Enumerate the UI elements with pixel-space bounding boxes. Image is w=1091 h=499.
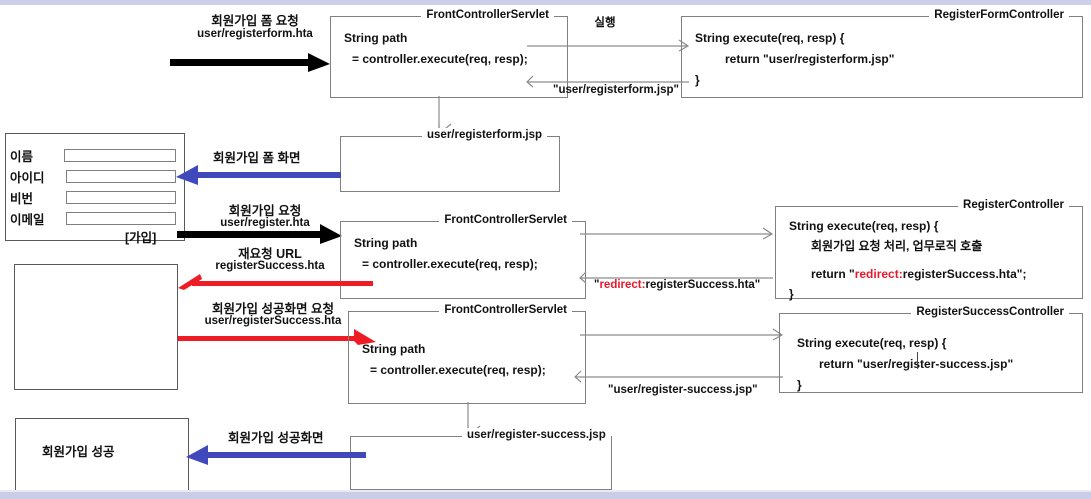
form-row-name: 이름	[10, 146, 180, 165]
component-title: user/registerform.jsp	[422, 128, 548, 143]
controller-line-2: return "user/register-success.jsp"	[819, 357, 1014, 371]
controller-line-3: }	[695, 73, 700, 87]
servlet-line-2: = controller.execute(req, resp);	[362, 257, 538, 271]
label-request-registerform-line2: user/registerform.hta	[197, 28, 313, 40]
controller-line-1: String execute(req, resp) {	[797, 336, 947, 350]
slide-top-edge	[0, 0, 1091, 5]
form-input-email[interactable]	[66, 212, 176, 225]
form-label-name: 이름	[10, 150, 34, 164]
controller-line-3: return "redirect:registerSuccess.hta";	[789, 264, 1073, 284]
label-request-registersuccess-line1: 회원가입 성공화면 요청	[212, 302, 334, 316]
form-label-password: 비번	[10, 192, 34, 206]
component-register-controller: RegisterController String execute(req, r…	[775, 198, 1083, 301]
component-title: FrontControllerServlet	[439, 213, 572, 228]
label-return-register-success-jsp: "user/register-success.jsp"	[608, 384, 758, 396]
arrow-render-register-success	[186, 445, 366, 467]
form-input-password[interactable]	[66, 191, 176, 204]
arrow-call-registersuccess-controller	[580, 328, 786, 341]
label-register-success-screen: 회원가입 성공화면	[228, 431, 324, 445]
servlet-line-2: = controller.execute(req, resp);	[370, 363, 546, 377]
component-register-form-controller: RegisterFormController String execute(re…	[681, 8, 1083, 98]
component-front-controller-servlet-2: FrontControllerServlet String path = con…	[340, 213, 586, 299]
form-submit-join-button[interactable]: [가입]	[125, 231, 157, 245]
component-title: RegisterFormController	[929, 8, 1069, 23]
label-register-form-screen: 회원가입 폼 화면	[213, 151, 301, 165]
controller-line-1: String execute(req, resp) {	[789, 219, 939, 233]
redirect-target: registerSuccess.hta";	[902, 267, 1027, 281]
arrow-return-register-success-jsp	[574, 370, 786, 383]
arrow-return-redirect-registersuccess	[579, 271, 776, 284]
form-input-id[interactable]	[66, 170, 176, 183]
servlet-line-1: String path	[362, 342, 426, 356]
component-title: FrontControllerServlet	[439, 303, 572, 318]
label-call-execute-1: 실행	[594, 17, 616, 29]
slide-bottom-edge	[0, 492, 1091, 499]
servlet-line-2: = controller.execute(req, resp);	[352, 52, 528, 66]
component-border	[775, 206, 1083, 299]
component-body: String execute(req, resp) { return "user…	[681, 16, 1083, 98]
component-body	[340, 136, 560, 192]
screen-register-success	[15, 418, 189, 494]
arrow-return-registerform-jsp	[526, 75, 692, 88]
component-front-controller-servlet-1: FrontControllerServlet String path = con…	[330, 8, 568, 98]
label-request-register-line2: user/register.hta	[220, 217, 310, 229]
controller-line-3: }	[797, 378, 802, 392]
label-register-success-text: 회원가입 성공	[42, 445, 115, 459]
component-register-success-jsp-view: user/register-success.jsp	[350, 428, 612, 490]
label-request-registerform-line1: 회원가입 폼 요청	[211, 14, 299, 28]
arrow-render-register-form	[176, 165, 341, 187]
screen-blank-browser	[14, 264, 178, 390]
redirect-target: registerSuccess.hta"	[645, 279, 761, 291]
label-request-register-line1: 회원가입 요청	[228, 204, 302, 218]
arrow-request-registerform	[170, 44, 330, 72]
arrow-call-registerform-controller	[527, 39, 692, 52]
controller-line-2: 회원가입 요청 처리, 업무로직 호출	[811, 239, 983, 253]
controller-line-4: }	[789, 287, 794, 301]
component-registerform-jsp-view: user/registerform.jsp	[340, 128, 560, 192]
arrow-request-register	[177, 219, 342, 245]
arrow-redirect-url	[178, 270, 373, 292]
label-request-registersuccess-line2: user/registerSuccess.hta	[204, 315, 342, 327]
form-row-id: 아이디	[10, 167, 180, 186]
arrow-request-registersuccess	[178, 325, 376, 347]
controller-line-1: String execute(req, resp) {	[695, 31, 845, 45]
component-title: user/register-success.jsp	[462, 428, 611, 443]
component-title: FrontControllerServlet	[421, 8, 554, 23]
controller-line-2: return "user/registerform.jsp"	[725, 52, 895, 66]
component-body: String path = controller.execute(req, re…	[340, 221, 586, 299]
form-label-id: 아이디	[10, 171, 45, 185]
redirect-keyword: redirect:	[854, 267, 903, 281]
form-row-password: 비번	[10, 188, 180, 207]
component-body: String path = controller.execute(req, re…	[330, 16, 568, 98]
controller-spacer	[789, 256, 1073, 264]
label-return-registerform-jsp: "user/registerform.jsp"	[553, 84, 679, 96]
servlet-line-1: String path	[354, 236, 418, 250]
component-body	[350, 436, 612, 490]
component-title: RegisterSuccessController	[911, 305, 1069, 320]
form-row-email: 이메일	[10, 209, 180, 228]
arrow-call-register-controller	[580, 227, 776, 240]
quote-open: "	[594, 279, 600, 291]
label-redirect-url-line1: 재요청 URL	[238, 247, 302, 261]
label-return-redirect-registersuccess: "redirect:registerSuccess.hta"	[594, 279, 760, 291]
component-body: String execute(req, resp) { 회원가입 요청 처리, …	[775, 206, 1083, 301]
component-front-controller-servlet-3: FrontControllerServlet String path = con…	[348, 303, 586, 404]
slide-bottom-edge-light	[0, 490, 1091, 492]
component-border	[681, 16, 1083, 98]
form-label-email: 이메일	[10, 213, 45, 227]
component-register-success-controller: RegisterSuccessController String execute…	[779, 305, 1083, 393]
return-prefix: return "	[811, 267, 855, 281]
component-body: String execute(req, resp) { return "user…	[779, 313, 1083, 393]
redirect-keyword: redirect:	[599, 279, 646, 291]
servlet-line-1: String path	[344, 31, 408, 45]
component-title: RegisterController	[958, 198, 1069, 213]
component-body: String path = controller.execute(req, re…	[348, 311, 586, 404]
label-redirect-url-line2: registerSuccess.hta	[215, 260, 325, 272]
form-input-name[interactable]	[64, 149, 176, 162]
text-caret	[917, 352, 918, 369]
